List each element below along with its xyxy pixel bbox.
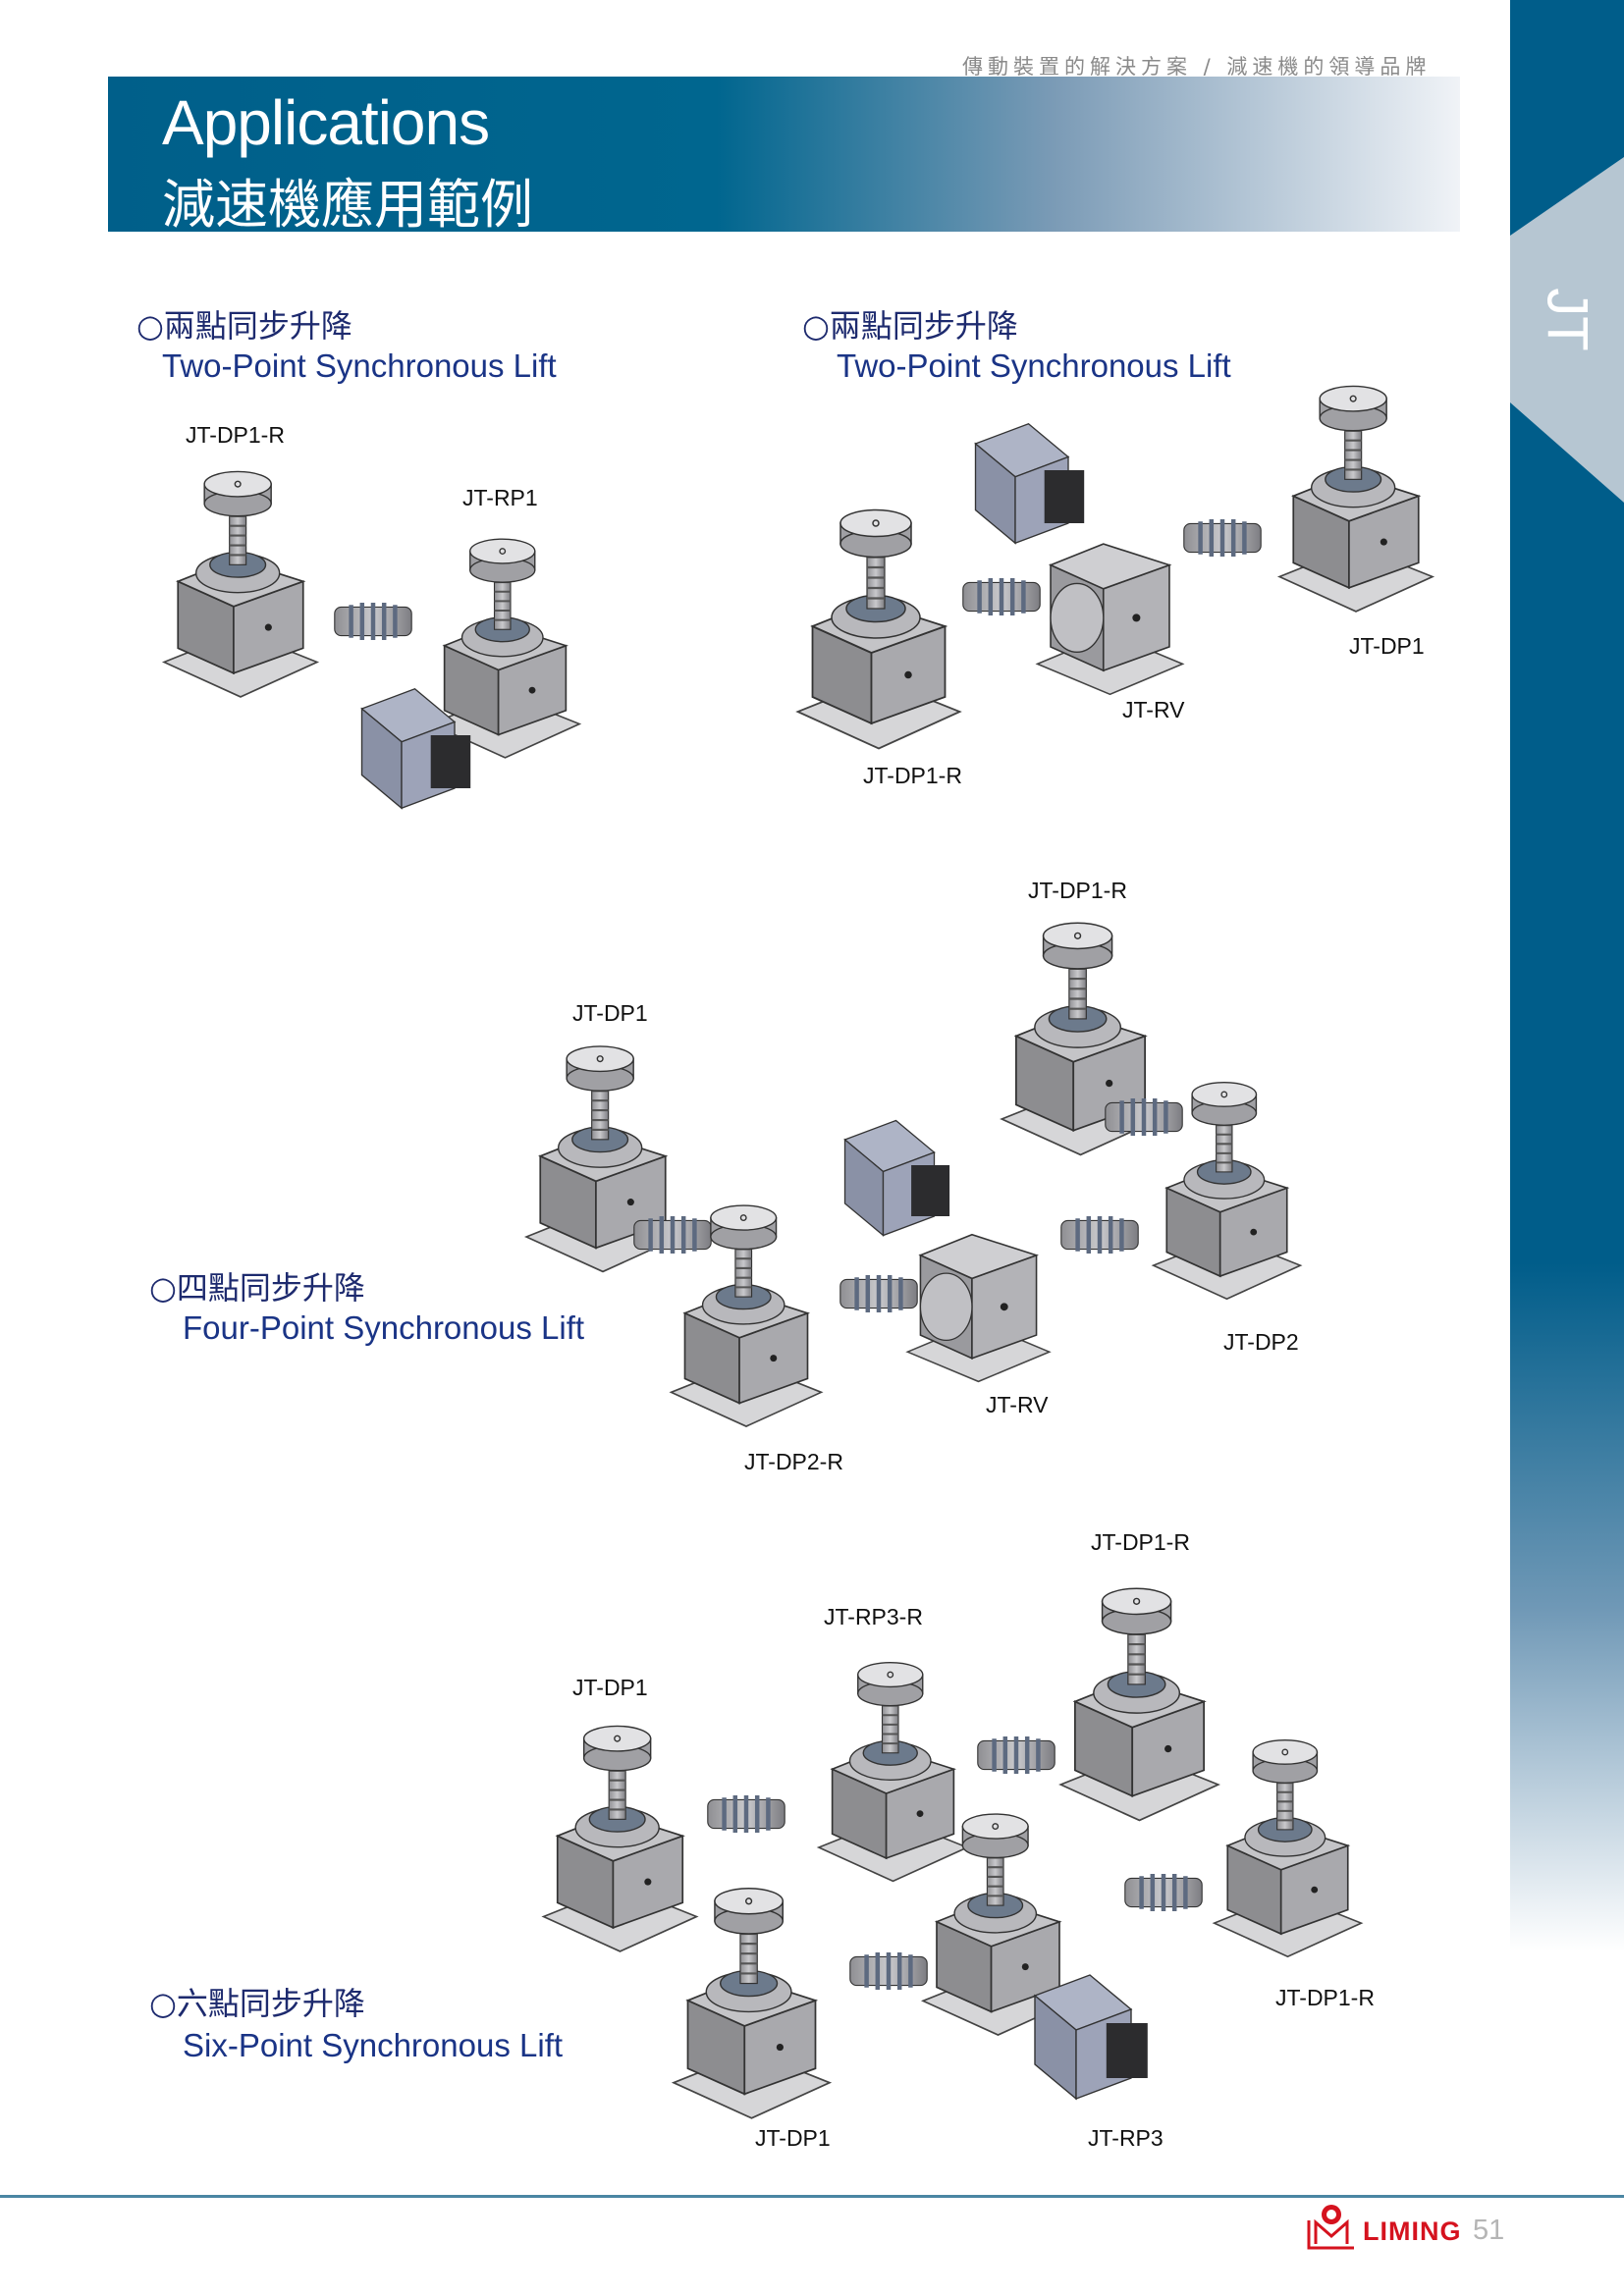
header-banner: Applications 減速機應用範例 [108, 77, 1460, 236]
tagline: 傳動裝置的解決方案 / 減速機的領導品牌 [962, 55, 1432, 79]
jack-jt-dp1-r [163, 470, 318, 698]
part-label: JT-DP1-R [1028, 878, 1127, 903]
gearbox-jt-rv [1036, 543, 1184, 696]
jack-jt-dp1 [524, 1044, 681, 1273]
part-label: JT-RP3-R [824, 1604, 923, 1629]
part-label: JT-RV [986, 1392, 1049, 1417]
section-1-title-en: Two-Point Synchronous Lift [162, 347, 557, 384]
page-subtitle: 減速機應用範例 [162, 174, 533, 236]
jack-jt-dp2 [1152, 1081, 1302, 1301]
coupling [1125, 1874, 1202, 1911]
part-label: JT-DP1-R [186, 422, 285, 448]
section-1-title-zh: ○兩點同步升降 [136, 307, 352, 345]
part-label: JT-RP1 [462, 485, 538, 510]
side-tab-label[interactable]: JT [1535, 288, 1599, 351]
jack-jt-dp1-r [1059, 1587, 1219, 1822]
part-label: JT-DP1 [572, 1675, 648, 1700]
brand-name: LIMING [1363, 2216, 1462, 2246]
motor [843, 1119, 950, 1237]
section-2-title-zh: ○兩點同步升降 [802, 307, 1018, 345]
part-label: JT-RP3 [1088, 2125, 1164, 2151]
motor [1034, 1974, 1149, 2100]
coupling [850, 1952, 927, 1990]
gearbox-jt-rv [906, 1233, 1051, 1383]
section-2-title-en: Two-Point Synchronous Lift [837, 347, 1231, 384]
coupling [708, 1795, 785, 1833]
coupling [335, 603, 411, 640]
coupling [1061, 1216, 1138, 1254]
section-3-title-en: Four-Point Synchronous Lift [183, 1309, 585, 1346]
part-label: JT-DP1 [755, 2125, 831, 2151]
side-tab-bar: JT [1510, 0, 1624, 2296]
jack-jt-dp2-r [670, 1203, 823, 1428]
coupling [963, 578, 1040, 615]
jack-jt-dp1-r [1213, 1738, 1363, 1958]
motor [974, 423, 1085, 544]
part-label: JT-DP2 [1223, 1329, 1299, 1355]
coupling [840, 1275, 917, 1312]
part-label: JT-RV [1122, 697, 1185, 722]
part-label: JT-DP2-R [744, 1449, 843, 1474]
gearbox-jt-rp3 [921, 1812, 1075, 2037]
part-label: JT-DP1-R [1275, 1985, 1375, 2010]
page-title: Applications [162, 87, 490, 158]
liming-logo-icon [1307, 2205, 1354, 2250]
footer-divider [0, 2195, 1624, 2198]
page-number: 51 [1473, 2215, 1505, 2246]
gearbox-jt-rp3-r [817, 1661, 969, 1883]
section-3-title-zh: ○四點同步升降 [149, 1269, 365, 1307]
jack-jt-dp1 [542, 1725, 698, 1953]
jack-jt-dp1-r [796, 508, 961, 750]
jack-jt-dp1-r [1001, 922, 1161, 1156]
side-tab-band [1510, 157, 1624, 503]
jack-jt-dp1 [672, 1887, 832, 2119]
part-label: JT-DP1-R [1091, 1529, 1190, 1555]
jack-jt-dp1 [1278, 385, 1434, 613]
coupling [1106, 1098, 1182, 1136]
section-4-title-en: Six-Point Synchronous Lift [183, 2027, 564, 2063]
section-4-title-zh: ○六點同步升降 [149, 1985, 365, 2022]
coupling [634, 1216, 711, 1254]
coupling [1184, 519, 1261, 557]
coupling [978, 1736, 1055, 1774]
motor [360, 688, 471, 809]
part-label: JT-DP1-R [863, 763, 962, 788]
part-label: JT-DP1 [572, 1000, 648, 1026]
part-label: JT-DP1 [1349, 633, 1425, 659]
jack-jt-rp1 [429, 538, 581, 759]
